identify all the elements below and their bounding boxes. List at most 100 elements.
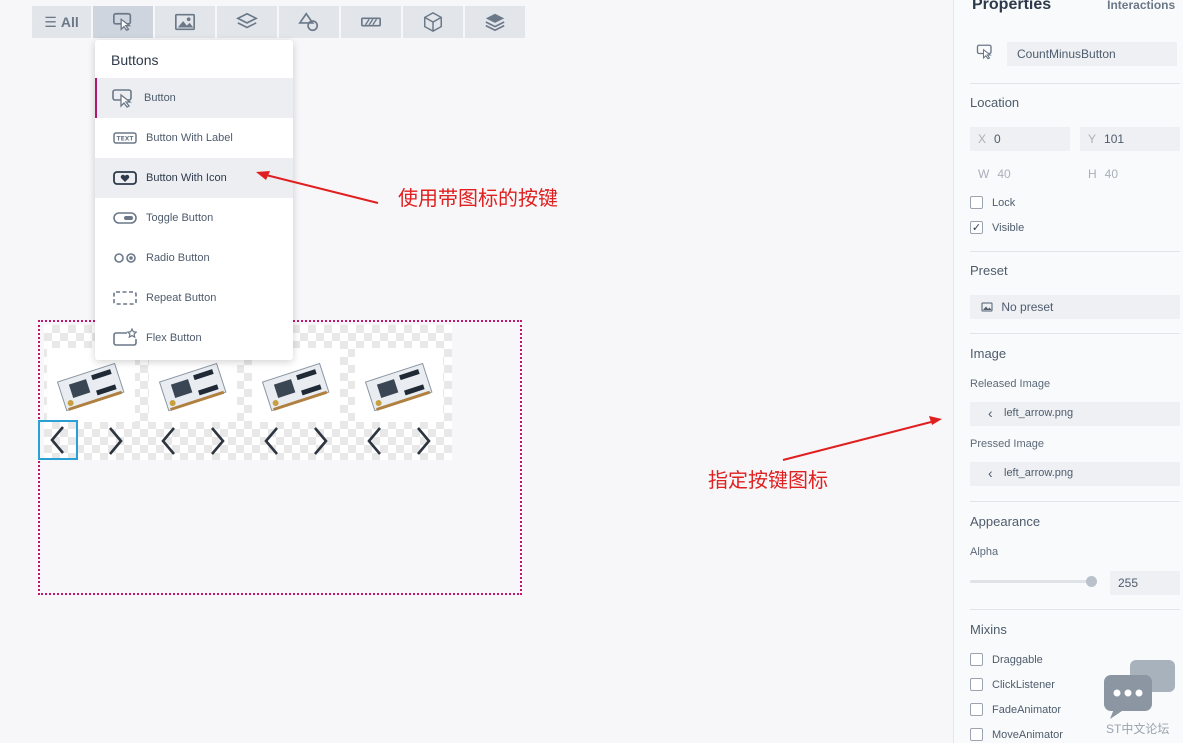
image-title: Image — [970, 346, 1007, 361]
count-plus-button[interactable] — [403, 421, 443, 461]
radio-icon — [113, 248, 137, 268]
divider — [970, 609, 1180, 610]
w-input[interactable]: W 40 — [970, 162, 1070, 186]
widget-type-icon-wrap — [976, 42, 994, 62]
appearance-title: Appearance — [970, 514, 1041, 529]
tab-properties[interactable]: Properties — [972, 0, 1052, 13]
button-pointer-icon — [111, 88, 135, 108]
mixins-title: Mixins — [970, 622, 1007, 637]
shapes-category-button[interactable] — [279, 6, 339, 38]
menu-item-label: Button With Icon — [146, 172, 227, 184]
right-arrow-icon — [314, 427, 328, 455]
menu-item-button[interactable]: Button — [95, 78, 293, 118]
divider — [970, 333, 1180, 334]
chevron-left-icon: ‹ — [988, 465, 993, 481]
alpha-slider-handle[interactable] — [1086, 576, 1097, 587]
x-label: X — [978, 132, 987, 146]
right-arrow-icon — [109, 427, 123, 455]
menu-item-flex-button[interactable]: Flex Button — [95, 318, 293, 358]
chevron-left-icon: ‹ — [988, 405, 993, 421]
images-category-button[interactable] — [155, 6, 215, 38]
right-arrow-icon — [417, 427, 431, 455]
board-image — [355, 348, 443, 422]
x-value: 0 — [994, 132, 1001, 146]
all-widgets-button[interactable]: ☰ All — [32, 6, 91, 38]
divider — [970, 251, 1180, 252]
count-minus-button[interactable] — [149, 421, 189, 461]
widget-name-input[interactable]: CountMinusButton — [1007, 42, 1177, 66]
y-label: Y — [1088, 132, 1097, 146]
draggable-checkbox[interactable] — [970, 653, 983, 666]
pressed-image-select[interactable]: ‹ left_arrow.png — [970, 462, 1180, 486]
preset-value: No preset — [1001, 300, 1054, 314]
containers-category-button[interactable] — [217, 6, 277, 38]
clicklistener-checkbox-row[interactable]: ClickListener — [970, 678, 1055, 691]
buttons-dropdown-menu: Buttons Button TEXT Button With Label Bu… — [95, 40, 293, 360]
alpha-input[interactable]: 255 — [1110, 571, 1180, 595]
pressed-image-label: Pressed Image — [970, 438, 1044, 450]
3d-category-button[interactable] — [403, 6, 463, 38]
menu-item-button-with-icon[interactable]: Button With Icon — [95, 158, 293, 198]
right-arrow-icon — [211, 427, 225, 455]
lock-checkbox-row[interactable]: Lock — [970, 196, 1015, 209]
board-image — [149, 348, 237, 422]
menu-item-label: Radio Button — [146, 252, 210, 264]
count-plus-button[interactable] — [197, 421, 237, 461]
w-label: W — [978, 167, 990, 181]
svg-text:TEXT: TEXT — [117, 136, 135, 143]
fadeanimator-checkbox-row[interactable]: FadeAnimator — [970, 703, 1061, 716]
menu-item-button-with-label[interactable]: TEXT Button With Label — [95, 118, 293, 158]
alpha-label: Alpha — [970, 546, 999, 558]
buttons-category-button[interactable] — [93, 6, 153, 38]
moveanimator-checkbox-row[interactable]: MoveAnimator — [970, 728, 1063, 741]
fadeanimator-checkbox[interactable] — [970, 703, 983, 716]
moveanimator-checkbox[interactable] — [970, 728, 983, 741]
left-arrow-icon — [264, 427, 278, 455]
count-minus-button[interactable] — [38, 420, 78, 460]
released-image-label: Released Image — [970, 378, 1051, 390]
mixin-label: MoveAnimator — [992, 728, 1063, 741]
pressed-image-value: left_arrow.png — [1004, 467, 1074, 479]
count-plus-button[interactable] — [95, 421, 135, 461]
preset-title: Preset — [970, 263, 1008, 278]
count-plus-button[interactable] — [300, 421, 340, 461]
divider — [970, 83, 1180, 84]
released-image-select[interactable]: ‹left_arrow.png — [970, 402, 1180, 426]
menu-title: Buttons — [111, 52, 159, 68]
annotation-specify-icon: 指定按键图标 — [708, 468, 828, 492]
h-value: 40 — [1104, 167, 1119, 181]
preset-select[interactable]: No preset — [970, 295, 1180, 319]
left-arrow-icon — [50, 426, 64, 454]
visible-checkbox[interactable]: ✓ — [970, 221, 983, 234]
tab-interactions[interactable]: Interactions — [1107, 0, 1176, 12]
mixin-label: ClickListener — [992, 678, 1055, 691]
left-arrow-icon — [161, 427, 175, 455]
w-value: 40 — [997, 167, 1011, 181]
count-minus-button[interactable] — [355, 421, 395, 461]
heart-button-icon — [113, 168, 137, 188]
location-title: Location — [970, 95, 1020, 110]
draggable-checkbox-row[interactable]: Draggable — [970, 653, 1043, 666]
all-label: All — [60, 14, 79, 30]
clicklistener-checkbox[interactable] — [970, 678, 983, 691]
menu-item-repeat-button[interactable]: Repeat Button — [95, 278, 293, 318]
progress-category-button[interactable] — [341, 6, 401, 38]
alpha-slider-track[interactable] — [970, 580, 1092, 583]
properties-panel: Properties Interactions CountMinusButton… — [953, 0, 1183, 743]
forum-logo-icon — [1104, 660, 1175, 719]
text-button-icon: TEXT — [113, 128, 137, 148]
progress-icon — [361, 17, 381, 27]
image-icon — [981, 302, 993, 312]
mixin-label: Draggable — [992, 653, 1043, 666]
lock-checkbox[interactable] — [970, 196, 983, 209]
count-minus-button[interactable] — [252, 421, 292, 461]
menu-item-toggle-button[interactable]: Toggle Button — [95, 198, 293, 238]
visible-checkbox-row[interactable]: ✓Visible — [970, 221, 1024, 234]
layers-category-button[interactable] — [465, 6, 525, 38]
left-arrow-icon — [367, 427, 381, 455]
menu-item-radio-button[interactable]: Radio Button — [95, 238, 293, 278]
widget-toolbar: ☰ All — [32, 6, 525, 38]
